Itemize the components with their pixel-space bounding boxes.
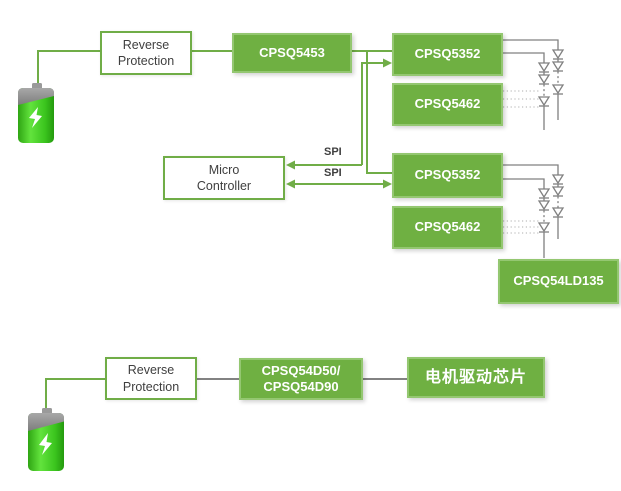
ld-driver-label: CPSQ54LD135 <box>513 273 604 289</box>
reverse-protection-box-2: Reverse Protection <box>105 357 197 400</box>
battery-icon <box>28 408 64 471</box>
regulator-box: CPSQ5453 <box>232 33 352 73</box>
battery-icon <box>18 83 54 143</box>
motor-driver-ic-label: CPSQ54D90 <box>263 379 339 394</box>
arrowhead-icon <box>286 179 295 189</box>
diode-icon <box>551 61 565 72</box>
led-driver-box-group2: CPSQ5352 <box>392 153 503 198</box>
led-driver-box-group1: CPSQ5352 <box>392 33 503 76</box>
reverse-protection-box-1: Reverse Protection <box>100 31 192 75</box>
lightning-bolt-icon <box>29 107 42 128</box>
wire-battery2-to-rp2 <box>45 378 105 414</box>
diode-icon <box>551 186 565 197</box>
micro-controller-label: Controller <box>196 179 252 193</box>
reverse-protection-label: Protection <box>122 379 180 394</box>
arrowhead-icon <box>383 179 392 189</box>
spi-bus1-label: SPI <box>324 146 342 158</box>
diode-icon <box>537 74 551 85</box>
diode-icon <box>551 84 565 95</box>
led-string-wire <box>503 52 545 63</box>
diode-icon <box>537 96 551 107</box>
lightning-bolt-icon <box>39 433 52 455</box>
led-string-wire <box>503 178 545 189</box>
motor-chip-box: 电机驱动芯片 <box>407 357 545 398</box>
diode-icon <box>537 200 551 211</box>
companion-box-group1: CPSQ5462 <box>392 83 503 126</box>
diode-icon <box>551 174 565 185</box>
diode-icon <box>551 49 565 60</box>
diode-icon <box>537 62 551 73</box>
wire-battery1-to-rp1 <box>37 50 100 88</box>
motor-chip-label: 电机驱动芯片 <box>424 368 527 386</box>
micro-controller-label: Micro <box>208 162 240 177</box>
regulator-label: CPSQ5453 <box>259 44 325 60</box>
led-driver-label: CPSQ5352 <box>414 46 481 62</box>
diode-icon <box>537 188 551 199</box>
micro-controller-box: Micro Controller <box>163 156 285 200</box>
motor-driver-ic-label: CPSQ54D50/ <box>261 362 341 378</box>
companion-label: CPSQ5462 <box>414 96 481 112</box>
reverse-protection-label: Reverse <box>127 363 175 378</box>
companion-box-group2: CPSQ5462 <box>392 206 503 249</box>
arrowhead-icon <box>383 58 392 68</box>
led-driver-label: CPSQ5352 <box>414 167 481 183</box>
arrowhead-icon <box>286 160 295 170</box>
spi-bus1-riser <box>361 62 384 165</box>
led-string-wire <box>503 39 559 50</box>
reverse-protection-label: Reverse <box>122 37 170 52</box>
spi-bus2-label: SPI <box>324 167 342 179</box>
wire-power-branch-to-group2 <box>366 51 392 174</box>
companion-label: CPSQ5462 <box>414 219 481 235</box>
ld-driver-box: CPSQ54LD135 <box>498 259 619 304</box>
diode-icon <box>551 207 565 218</box>
reverse-protection-label: Protection <box>117 54 175 68</box>
motor-driver-ic-box: CPSQ54D50/ CPSQ54D90 <box>239 358 363 400</box>
diode-icon <box>537 222 551 233</box>
led-string-wire <box>503 164 559 175</box>
